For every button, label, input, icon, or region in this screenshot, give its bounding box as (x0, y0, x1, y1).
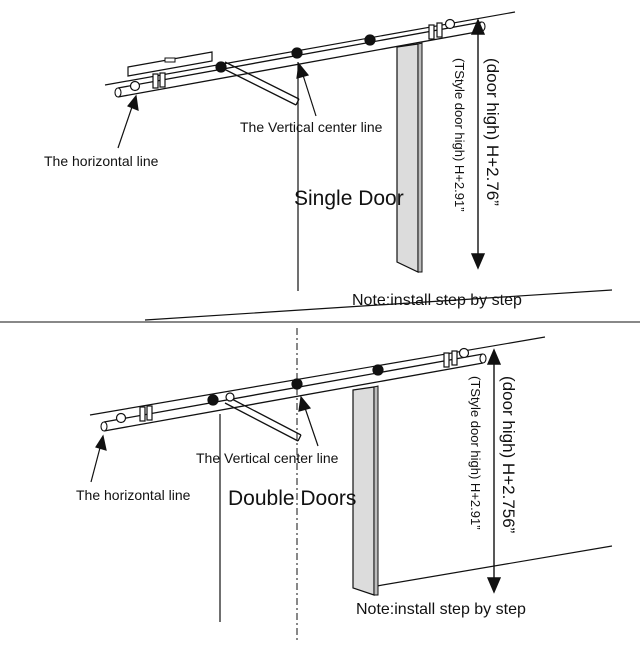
top-door-slab (396, 42, 423, 273)
bottom-rail (100, 353, 487, 432)
top-height-label: (door high) H+2.76” (483, 58, 502, 206)
top-height-arrow (470, 18, 486, 270)
bottom-spacer-bar (224, 396, 302, 442)
top-note: Note:install step by step (352, 292, 522, 309)
bottom-panel-title: Double Doors (228, 487, 356, 510)
bottom-wall-outline (89, 336, 613, 622)
bottom-height-label: (door high) H+2.756” (499, 376, 518, 534)
bottom-note: Note:install step by step (356, 601, 526, 618)
bottom-height-sublabel: (TStyle door high) H+2.91” (468, 376, 483, 530)
bottom-vertical-center-line-label: The Vertical center line (196, 450, 339, 466)
bottom-height-arrow (486, 348, 502, 594)
bottom-label-arrows (90, 395, 319, 483)
top-height-sublabel: (TStyle door high) H+2.91” (452, 58, 467, 212)
top-spacer-bar (221, 61, 300, 106)
top-label-arrows (117, 62, 317, 149)
bottom-horizontal-line-label: The horizontal line (76, 487, 191, 503)
bottom-rail-brackets (115, 347, 470, 424)
top-rail-brackets (129, 18, 456, 92)
top-spirit-level (127, 51, 213, 77)
top-vertical-center-line-label: The Vertical center line (240, 119, 383, 135)
top-panel-title: Single Door (294, 187, 404, 210)
top-horizontal-line-label: The horizontal line (44, 153, 159, 169)
double-doors-panel: The horizontal line The Vertical center … (76, 328, 613, 640)
single-door-panel: The horizontal line The Vertical center … (44, 11, 613, 321)
bottom-door-slab (352, 385, 379, 596)
